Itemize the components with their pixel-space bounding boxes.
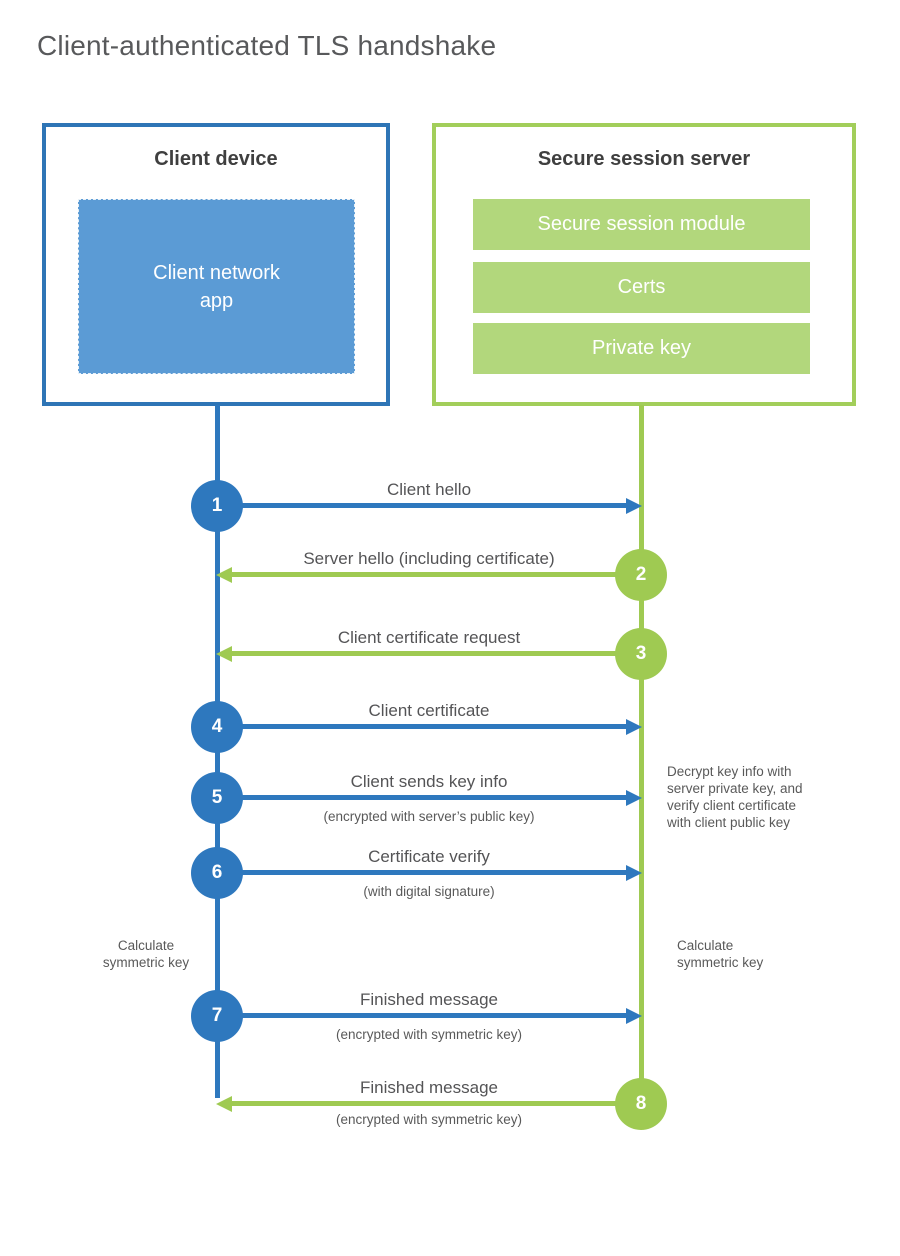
arrowhead-right-icon <box>626 1008 642 1024</box>
message-sublabel-7: (encrypted with symmetric key) <box>335 1027 523 1042</box>
decrypt-note-line-2: server private key, and <box>667 781 803 796</box>
decrypt-note-line-4: with client public key <box>667 815 791 830</box>
arrow-shaft-4 <box>241 724 626 729</box>
step-badge-4: 4 <box>191 701 243 753</box>
server-lifeline <box>639 405 644 1104</box>
message-label-4: Client certificate <box>368 701 490 720</box>
calc-left-line-2: symmetric key <box>102 955 190 970</box>
message-label-7: Finished message <box>360 990 498 1009</box>
step-badge-7: 7 <box>191 990 243 1042</box>
message-label-8: Finished message <box>360 1078 498 1097</box>
calculate-symmetric-key-note-client: Calculate symmetric key <box>96 937 196 971</box>
step-badge-6: 6 <box>191 847 243 899</box>
step-badge-1: 1 <box>191 480 243 532</box>
calc-left-line-1: Calculate <box>117 938 175 953</box>
diagram-title: Client-authenticated TLS handshake <box>37 30 497 61</box>
client-device-title: Client device <box>154 148 278 170</box>
calc-right-line-2: symmetric key <box>677 955 764 970</box>
step-badge-3: 3 <box>615 628 667 680</box>
message-sublabel-6: (with digital signature) <box>363 884 495 899</box>
message-label-1: Client hello <box>386 480 472 499</box>
arrow-shaft-1 <box>241 503 626 508</box>
message-label-5: Client sends key info <box>350 772 508 791</box>
arrowhead-right-icon <box>626 865 642 881</box>
message-label-2: Server hello (including certificate) <box>303 549 555 568</box>
step-badge-5: 5 <box>191 772 243 824</box>
server-module-secure-session: Secure session module <box>473 199 810 250</box>
message-label-6: Certificate verify <box>368 847 490 866</box>
message-label-3: Client certificate request <box>337 628 521 647</box>
decrypt-note-line-1: Decrypt key info with <box>667 764 792 779</box>
client-network-app-node: Client network app <box>78 199 355 374</box>
arrow-shaft-3 <box>232 651 617 656</box>
arrowhead-right-icon <box>626 498 642 514</box>
arrow-shaft-6 <box>241 870 626 875</box>
server-module-private-key: Private key <box>473 323 810 374</box>
arrowhead-left-icon <box>216 1096 232 1112</box>
decrypt-note-line-3: verify client certificate <box>667 798 797 813</box>
arrow-shaft-2 <box>232 572 617 577</box>
calculate-symmetric-key-note-server: Calculate symmetric key <box>677 937 763 971</box>
server-module-certs: Certs <box>473 262 810 313</box>
step-badge-2: 2 <box>615 549 667 601</box>
arrow-shaft-7 <box>241 1013 626 1018</box>
arrowhead-left-icon <box>216 567 232 583</box>
calc-right-line-1: Calculate <box>677 938 734 953</box>
client-app-line-2: app <box>199 289 234 312</box>
arrow-shaft-8 <box>232 1101 617 1106</box>
arrowhead-left-icon <box>216 646 232 662</box>
decrypt-note: Decrypt key info with server private key… <box>667 763 803 831</box>
client-app-line-1: Client network <box>153 261 280 284</box>
arrowhead-right-icon <box>626 719 642 735</box>
arrowhead-right-icon <box>626 790 642 806</box>
step-badge-8: 8 <box>615 1078 667 1130</box>
message-sublabel-8: (encrypted with symmetric key) <box>335 1112 523 1127</box>
arrow-shaft-5 <box>241 795 626 800</box>
secure-session-server-title: Secure session server <box>537 148 751 170</box>
message-sublabel-5: (encrypted with server’s public key) <box>323 809 535 824</box>
